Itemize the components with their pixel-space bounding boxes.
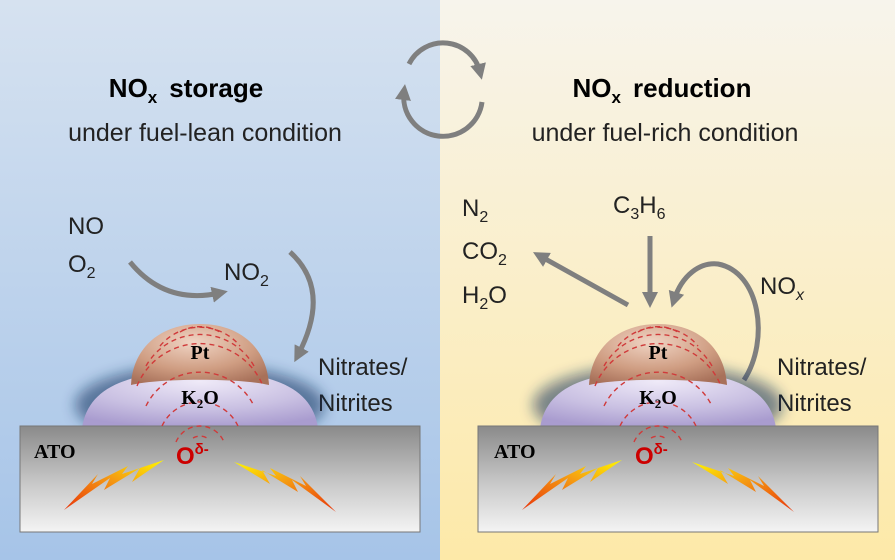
product-h2o: H2O <box>462 282 507 313</box>
no2-to-nitrates-arrow <box>288 250 316 363</box>
lean-k2o-label: K2O <box>181 387 219 411</box>
lean-condition: under fuel-lean condition <box>68 119 342 147</box>
nitrates-to-nox-arrow <box>668 261 761 382</box>
reductant-c3h6: C3H6 <box>613 192 666 223</box>
rich-k2o-layer <box>540 370 776 428</box>
rich-catalyst: Pt K2O ATO Oδ- <box>477 324 879 533</box>
lean-product-line2: Nitrites <box>318 390 393 417</box>
rich-ato-label: ATO <box>494 441 536 463</box>
lean-ato-support <box>19 425 421 533</box>
rich-lightning-left-icon <box>522 460 622 510</box>
cycle-arrows-icon <box>395 40 486 139</box>
lean-field-lines <box>136 325 264 443</box>
no-to-no2-arrow <box>128 260 228 303</box>
lean-pt-particle <box>131 324 269 385</box>
lean-ato-label: ATO <box>34 441 76 463</box>
rich-product-line2: Nitrites <box>777 390 852 417</box>
lean-catalyst: Pt K2O ATO Oδ- <box>19 324 421 533</box>
rich-oxygen-species: Oδ- <box>635 441 668 470</box>
lean-lightning-right-icon <box>234 462 336 512</box>
rich-field-lines <box>594 325 722 443</box>
product-co2: CO2 <box>462 238 507 269</box>
lean-pt-label: Pt <box>191 342 210 364</box>
input-o2: O2 <box>68 251 96 282</box>
intermediate-no2: NO2 <box>224 259 269 290</box>
rich-pt-label: Pt <box>649 342 668 364</box>
rich-ato-support <box>477 425 879 533</box>
lean-product-line1: Nitrates/ <box>318 354 408 381</box>
released-nox: NOx <box>760 273 805 304</box>
rich-k2o-label: K2O <box>639 387 677 411</box>
rich-pt-particle <box>589 324 727 385</box>
rich-product-line1: Nitrates/ <box>777 354 867 381</box>
product-n2: N2 <box>462 195 488 226</box>
lean-lightning-left-icon <box>64 460 164 510</box>
rich-condition: under fuel-rich condition <box>532 119 799 147</box>
rich-lightning-right-icon <box>692 462 794 512</box>
input-no: NO <box>68 213 104 240</box>
lean-k2o-layer <box>82 370 318 428</box>
lean-oxygen-species: Oδ- <box>176 441 209 470</box>
to-products-arrow <box>533 252 630 308</box>
